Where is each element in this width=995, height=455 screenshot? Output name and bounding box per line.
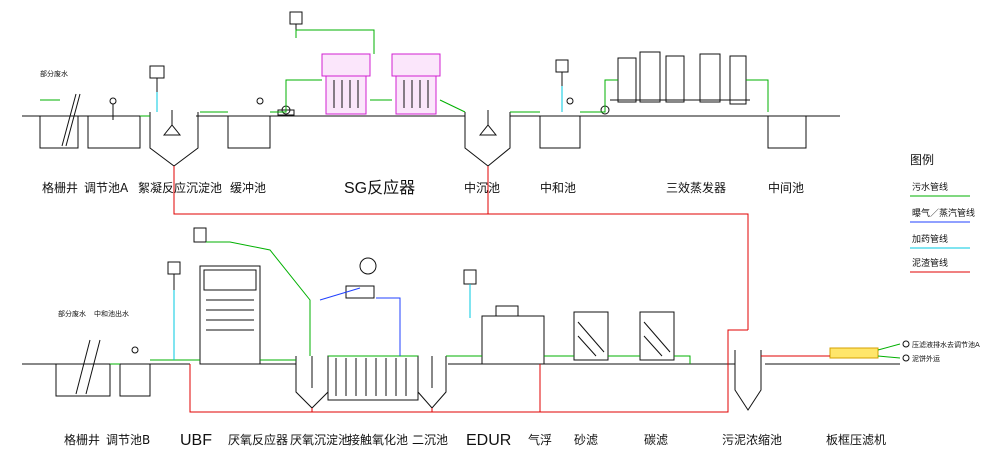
upper-labels: 格栅井 调节池A 絮凝反应沉淀池 缓冲池 SG反应器 中沉池 中和池 三效蒸发器… bbox=[40, 69, 804, 197]
filter-press bbox=[829, 347, 879, 359]
neutral-pool bbox=[539, 59, 581, 149]
label-edur: EDUR bbox=[466, 432, 511, 449]
sand-filter bbox=[573, 311, 609, 361]
label-adjust-pool-b: 调节池B bbox=[106, 433, 150, 447]
secondary-settling-tank bbox=[417, 356, 447, 409]
buffer-pool bbox=[227, 97, 271, 149]
note-inflow-a: 部分废水 bbox=[40, 69, 68, 78]
edur-air-flotation bbox=[463, 269, 545, 365]
legend-title: 图例 bbox=[910, 153, 934, 167]
label-secondary-settle: 二沉池 bbox=[412, 433, 448, 447]
label-grille-well-a: 格栅井 bbox=[42, 180, 78, 195]
note-inflow-b1: 部分废水 bbox=[58, 309, 86, 318]
triple-effect-evaporator bbox=[600, 51, 750, 115]
legend: 图例 污水管线 曝气／蒸汽管线 加药管线 泥渣管线 bbox=[910, 153, 975, 273]
sg-reactor-2 bbox=[391, 53, 441, 115]
outlet-mud-marker bbox=[902, 354, 910, 362]
feed-pump-sg bbox=[277, 11, 303, 116]
note-out-mud: 泥饼外运 bbox=[912, 354, 940, 363]
label-sg-reactor: SG反应器 bbox=[344, 178, 415, 197]
legend-steam-label: 曝气／蒸汽管线 bbox=[912, 207, 975, 219]
carbon-filter bbox=[639, 311, 675, 361]
grille-well-b bbox=[55, 339, 111, 397]
adjust-pool-a bbox=[87, 97, 141, 149]
label-buffer-pool: 缓冲池 bbox=[230, 180, 266, 195]
label-mid-settle: 中沉池 bbox=[464, 180, 500, 195]
legend-dosing-label: 加药管线 bbox=[912, 233, 948, 245]
sludge-thickener bbox=[734, 350, 762, 411]
grille-well-a bbox=[39, 93, 81, 149]
contact-oxidation-tank bbox=[327, 257, 419, 401]
outlet-filtrate-marker bbox=[902, 340, 910, 348]
ubf-reactor bbox=[193, 227, 261, 365]
note-out-filtrate: 压滤液排水去调节池A bbox=[912, 340, 980, 349]
label-coag-tank: 絮凝反应沉淀池 bbox=[138, 180, 222, 195]
label-middle-pool: 中间池 bbox=[768, 180, 804, 195]
label-contact-oxidation: 接触氧化池 bbox=[348, 432, 408, 447]
label-neutral-pool: 中和池 bbox=[540, 180, 576, 195]
mid-settling-tank bbox=[464, 110, 511, 167]
label-sand-filter: 砂滤 bbox=[574, 433, 598, 447]
label-evaporator: 三效蒸发器 bbox=[666, 180, 726, 195]
label-sludge-thicken: 污泥浓缩池 bbox=[722, 432, 782, 447]
label-carbon-filter: 碳滤 bbox=[644, 433, 668, 447]
lower-labels: 格栅井 调节池B UBF 厌氧反应器 厌氧沉淀池 接触氧化池 二沉池 EDUR … bbox=[58, 309, 980, 449]
label-ubf: UBF bbox=[180, 432, 212, 449]
anaerobic-settling-tank bbox=[295, 356, 329, 409]
legend-sludge-label: 泥渣管线 bbox=[912, 257, 948, 269]
note-inflow-b2: 中和池出水 bbox=[94, 309, 129, 318]
middle-pool bbox=[767, 116, 807, 149]
adjust-pool-b bbox=[119, 261, 181, 397]
legend-sewage-label: 污水管线 bbox=[912, 181, 948, 193]
sg-reactor-1 bbox=[321, 53, 371, 115]
label-anaerobic-settle: 厌氧沉淀池 bbox=[290, 433, 350, 447]
label-filter-press: 板框压滤机 bbox=[826, 433, 886, 447]
lower-process-line bbox=[22, 227, 901, 413]
label-grille-well-b: 格栅井 bbox=[64, 432, 100, 447]
label-adjust-pool-a: 调节池A bbox=[84, 181, 129, 195]
upper-process-line bbox=[22, 11, 840, 330]
label-air-float: 气浮 bbox=[528, 432, 552, 447]
coag-settling-tank bbox=[149, 65, 199, 167]
label-ubf-reactor: 厌氧反应器 bbox=[228, 432, 288, 447]
